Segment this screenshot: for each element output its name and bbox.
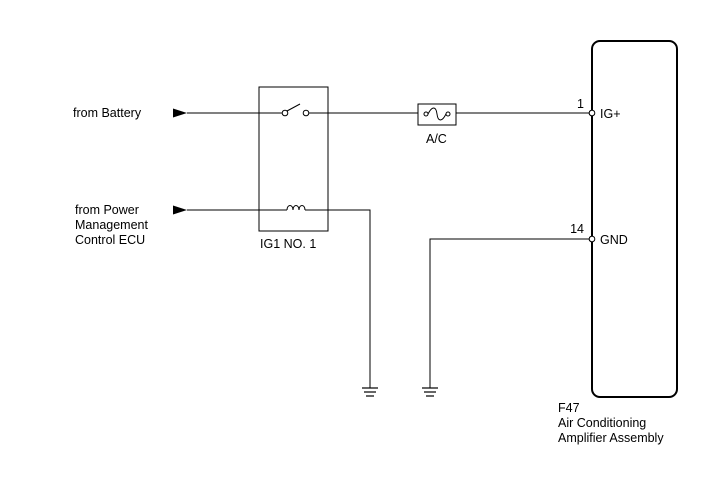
ig-pin-number: 1 (577, 97, 584, 111)
amplifier-code: F47 (558, 401, 580, 415)
amplifier-box (591, 40, 678, 398)
power-management-label-line1: from Power (75, 203, 139, 217)
coil-ground-wire (305, 209, 371, 388)
switch-icon (281, 103, 310, 117)
coil-icon (286, 205, 306, 211)
gnd-pin-name: GND (600, 233, 628, 247)
battery-arrow-icon (173, 108, 187, 118)
ig-pin-terminal-front (588, 109, 596, 117)
power-management-label-line2: Management (75, 218, 148, 232)
relay-box (258, 86, 329, 232)
relay-label: IG1 NO. 1 (260, 237, 316, 251)
amplifier-ground-icon (422, 387, 438, 397)
fuse-label: A/C (426, 132, 447, 146)
amplifier-name-line2: Amplifier Assembly (558, 431, 664, 445)
amplifier-name-line1: Air Conditioning (558, 416, 646, 430)
battery-label: from Battery (73, 106, 142, 120)
ig-pin-name: IG+ (600, 107, 621, 121)
gnd-pin-terminal-front (588, 235, 596, 243)
gnd-pin-number: 14 (570, 222, 584, 236)
power-management-arrow-icon (173, 205, 187, 215)
gnd-wire (429, 238, 590, 388)
relay-ground-icon (362, 387, 378, 397)
power-management-label-line3: Control ECU (75, 233, 145, 247)
fuse-icon (417, 103, 457, 126)
